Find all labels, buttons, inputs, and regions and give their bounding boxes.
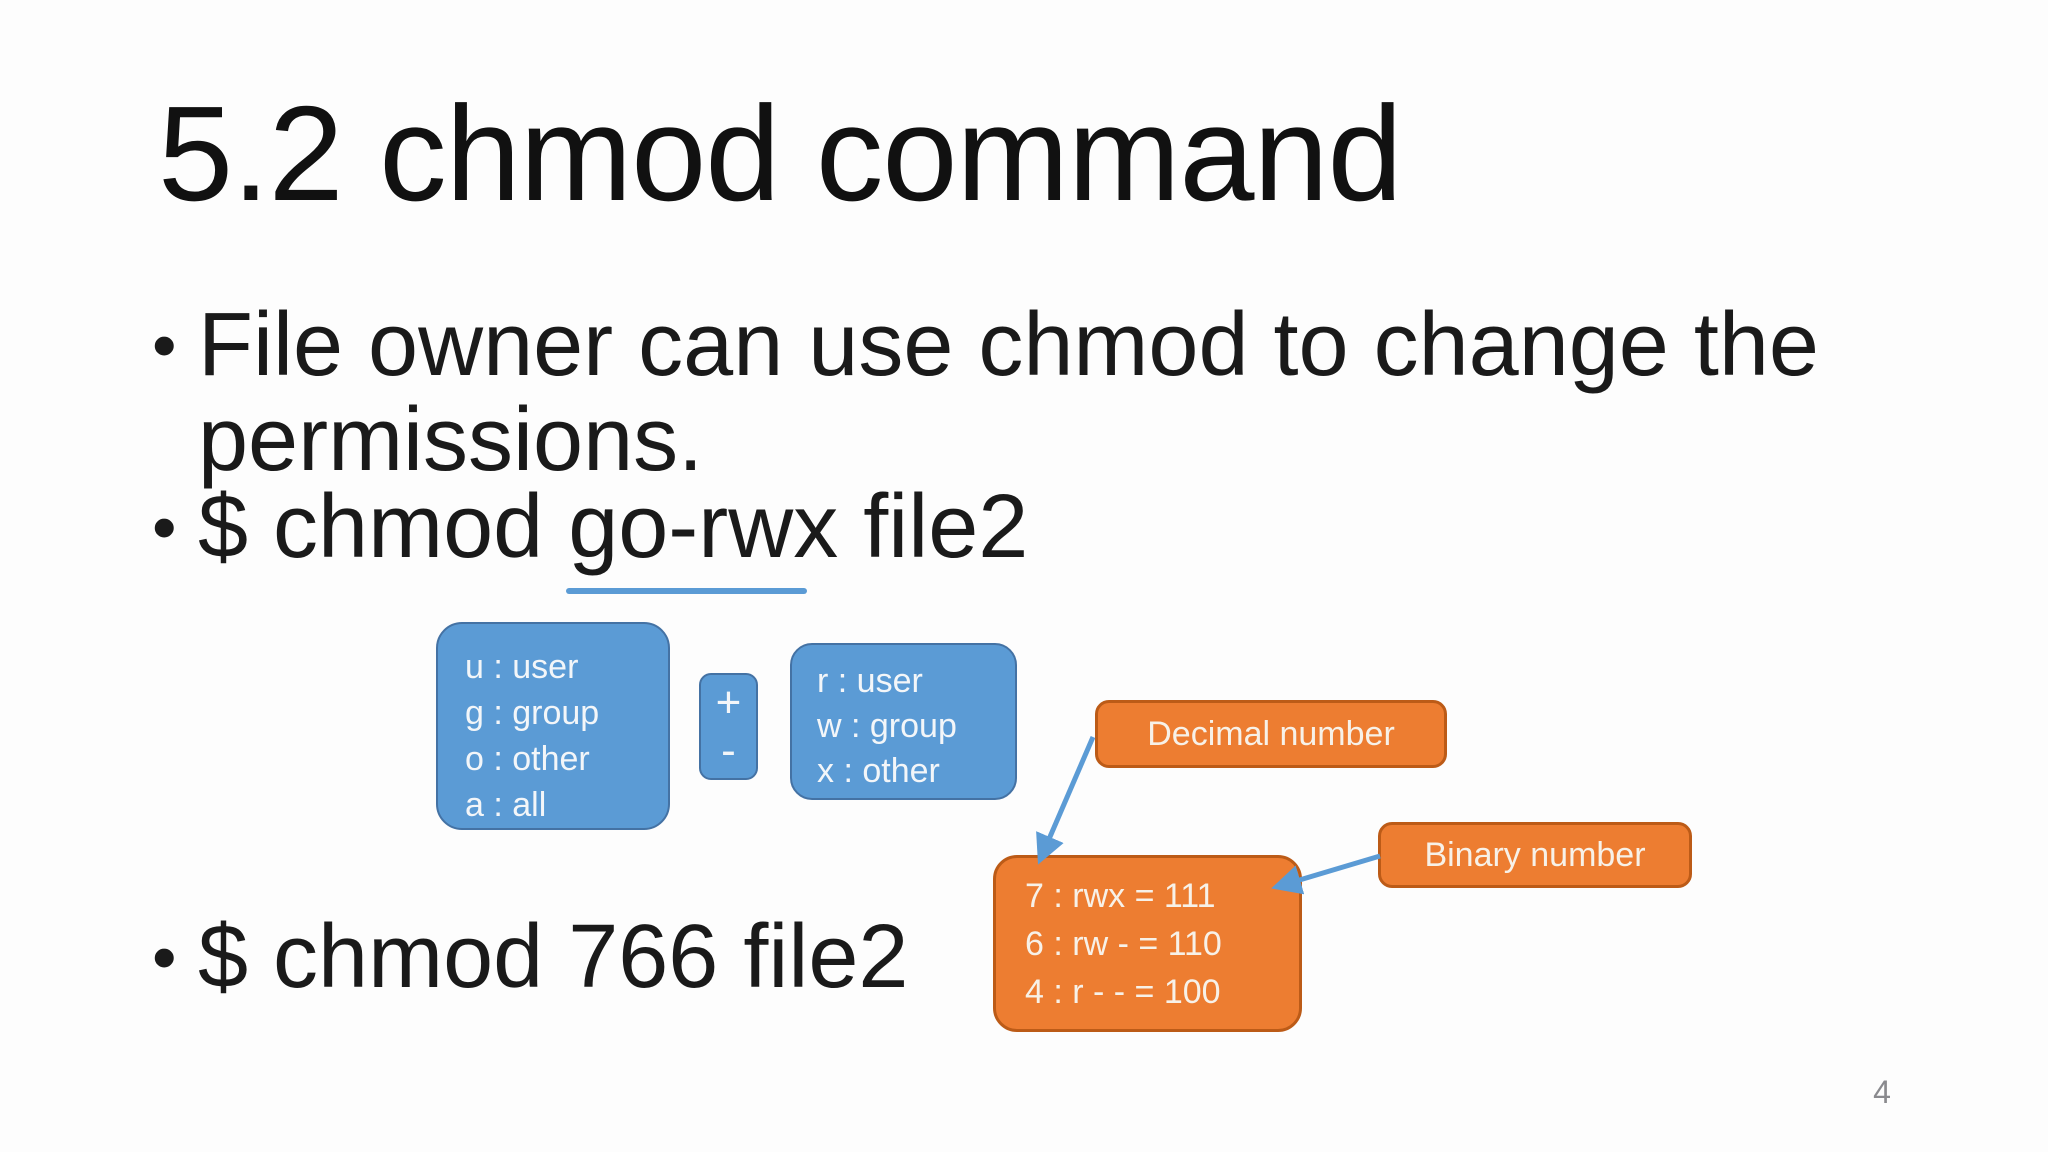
bullet-text-1: File owner can use chmod to change the p… [198,295,1819,490]
label-text: Binary number [1424,835,1646,874]
go-rwx-underline [566,588,807,594]
bullet-item-3: • $ chmod 766 file2 [152,910,1952,1005]
plus-minus-box: + - [699,673,758,780]
page-title: 5.2 chmod command [158,78,1403,229]
bullet-marker: • [152,488,177,566]
permission-letters-box: r : user w : group x : other [790,643,1017,800]
box-line: g : group [465,694,600,732]
bullet-item-2: • $ chmod go-rwx file2 [152,480,1952,575]
bullet-marker: • [152,306,177,384]
box-line: a : all [465,786,547,824]
box-line: r : user [817,662,923,700]
box-line: o : other [465,740,590,778]
box-line: 4 : r - - = 100 [1025,973,1221,1011]
decimal-number-label: Decimal number [1095,700,1447,768]
binary-number-label: Binary number [1378,822,1692,888]
box-line: + [715,678,742,727]
bullet-text-2: $ chmod go-rwx file2 [198,477,1029,577]
box-line: x : other [817,752,940,790]
decimal-arrow [1036,736,1096,865]
octal-mapping-box: 7 : rwx = 111 6 : rw - = 110 4 : r - - =… [993,855,1302,1032]
box-line: u : user [465,648,579,686]
box-line: 6 : rw - = 110 [1025,925,1222,963]
bullet-marker: • [152,918,177,996]
box-line: w : group [817,707,957,745]
bullet-item-1: • File owner can use chmod to change the… [152,298,1912,488]
page-number: 4 [1873,1074,1891,1110]
box-line: 7 : rwx = 111 [1025,877,1216,915]
who-letters-box: u : user g : group o : other a : all [436,622,670,830]
box-line: - [721,726,736,775]
bullet-text-3: $ chmod 766 file2 [198,907,909,1007]
label-text: Decimal number [1147,714,1395,753]
